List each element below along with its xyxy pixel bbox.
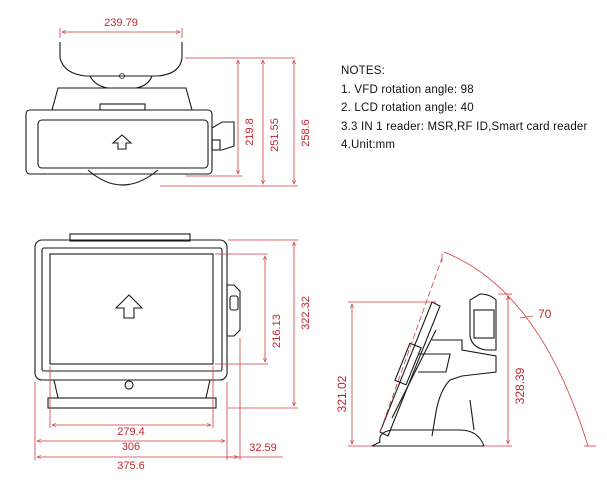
side-stand-back — [469, 399, 475, 431]
reader-latch — [211, 139, 221, 151]
angle-ray-1 — [379, 257, 443, 433]
angle-arc — [443, 251, 589, 447]
notes-title: NOTES: — [341, 65, 386, 77]
top-width-label: 239.79 — [104, 17, 138, 29]
note-item-4: 4.Unit:mm — [341, 139, 396, 151]
reader-slot — [229, 295, 239, 311]
front-height-label-1: 216.13 — [271, 314, 283, 348]
housing-vent — [99, 103, 146, 111]
front-width-label-3: 375.6 — [117, 460, 145, 472]
notes-block: NOTES: 1. VFD rotation angle: 98 2. LCD … — [341, 62, 588, 155]
front-frame — [34, 239, 228, 381]
side-vfd-face — [473, 309, 495, 339]
front-screen — [49, 253, 214, 365]
front-reader — [226, 284, 241, 337]
side-height-label-1: 321.02 — [335, 375, 349, 412]
top-height-label-3: 258.6 — [300, 119, 312, 147]
front-width-label-1: 279.4 — [117, 426, 145, 438]
housing-top-edge — [51, 87, 193, 111]
side-reader — [394, 342, 422, 386]
card-reader-side — [211, 121, 235, 151]
top-height-label-1: 219.8 — [244, 118, 256, 146]
side-offset-label: 32.59 — [249, 442, 277, 454]
top-height-label-2: 251.55 — [269, 118, 281, 152]
vfd-neck — [89, 75, 153, 89]
side-view: 70 321.02 328.39 — [335, 251, 596, 447]
note-item-3: 3.3 IN 1 reader: MSR,RF ID,Smart card re… — [341, 120, 588, 133]
side-base — [371, 429, 485, 447]
front-base — [47, 397, 217, 409]
front-height-label-2: 322.32 — [300, 296, 312, 330]
vfd-top-outline — [59, 42, 183, 77]
note-item-2: 2. LCD rotation angle: 40 — [341, 102, 474, 114]
top-edge — [69, 233, 191, 242]
front-bezel — [41, 247, 223, 372]
side-stand-arm — [431, 339, 497, 437]
vfd-pivot-icon — [119, 73, 125, 79]
up-arrow-icon — [111, 134, 133, 150]
front-up-arrow-icon — [114, 294, 144, 319]
side-hinge — [418, 353, 451, 373]
base-arc — [87, 169, 159, 186]
top-view: 239.79 219.8 251.55 258.6 — [25, 17, 312, 187]
stand-button-icon — [124, 380, 134, 390]
note-item-1: 1. VFD rotation angle: 98 — [341, 83, 474, 96]
front-view: 216.13 322.32 279.4 306 375.6 32.59 — [34, 233, 312, 472]
side-height-label-2: 328.39 — [513, 367, 527, 404]
side-screen-panel — [379, 301, 441, 437]
screen-bezel — [37, 119, 209, 169]
side-vfd — [469, 293, 497, 351]
side-screen-inner — [391, 329, 437, 419]
front-width-label-2: 306 — [122, 441, 140, 453]
angle-label: 70 — [538, 307, 552, 321]
